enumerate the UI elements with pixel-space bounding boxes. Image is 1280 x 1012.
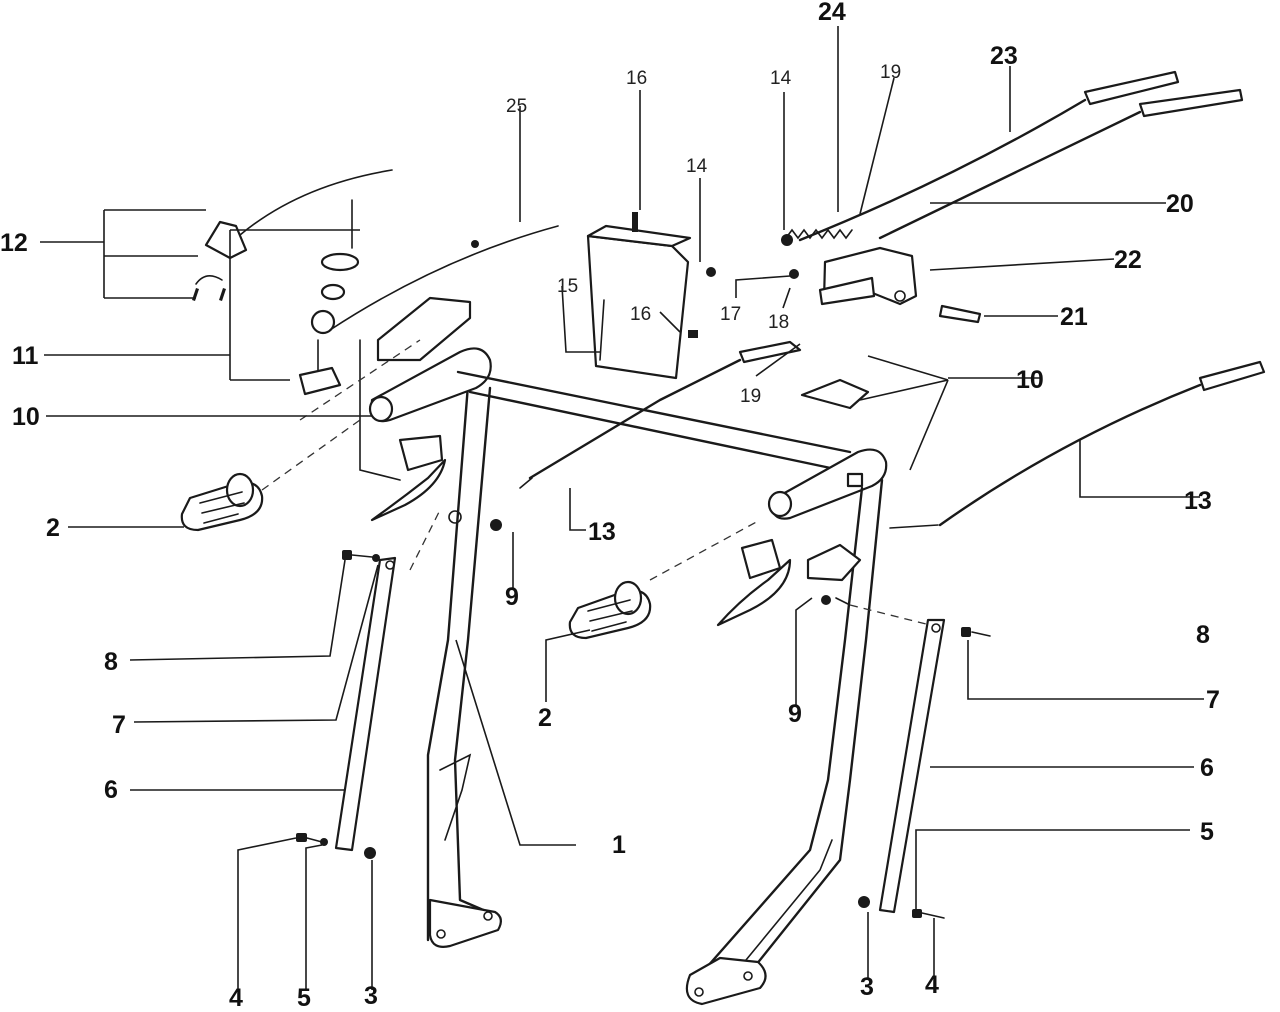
leader-lines <box>40 26 1204 990</box>
callout-21: 21 <box>1060 303 1088 331</box>
callout-10-right: 10 <box>1016 366 1044 394</box>
cable-bracket <box>586 212 698 380</box>
right-stay <box>878 618 946 914</box>
right-grip <box>568 580 652 640</box>
assembly-lines <box>261 339 931 626</box>
callout-8-right: 8 <box>1196 621 1210 649</box>
callout-16-bottom: 16 <box>630 304 651 325</box>
callout-13-right: 13 <box>1184 487 1212 515</box>
left-stay <box>334 556 397 852</box>
callout-18: 18 <box>768 312 789 333</box>
callout-22: 22 <box>1114 246 1142 274</box>
callout-1: 1 <box>612 831 626 859</box>
callout-11: 11 <box>12 342 39 370</box>
callout-5-right: 5 <box>1200 818 1214 846</box>
lever-22 <box>818 246 982 324</box>
cables <box>329 70 1266 529</box>
callout-3-right: 3 <box>860 973 874 1001</box>
callout-12: 12 <box>0 229 28 257</box>
callout-6-left: 6 <box>104 776 118 804</box>
callout-4-right: 4 <box>925 971 939 999</box>
callout-10-left: 10 <box>12 403 40 431</box>
callout-19-top: 19 <box>880 62 901 83</box>
callout-9-left: 9 <box>505 583 519 611</box>
callout-20: 20 <box>1166 190 1194 218</box>
callout-7-right: 7 <box>1206 686 1220 714</box>
callout-24: 24 <box>818 0 846 26</box>
callout-8-left: 8 <box>104 648 118 676</box>
callout-14-right: 14 <box>770 68 792 89</box>
callout-2-left: 2 <box>46 514 60 542</box>
callout-13-left: 13 <box>588 518 616 546</box>
callout-14-left: 14 <box>686 156 708 177</box>
callout-9-right: 9 <box>788 700 802 728</box>
callout-3-left: 3 <box>364 982 378 1010</box>
callout-16-top: 16 <box>626 68 647 89</box>
small-hardware <box>296 510 991 919</box>
callout-23: 23 <box>990 42 1018 70</box>
callout-19-bottom: 19 <box>740 386 761 407</box>
callout-labels: 1 2 2 3 3 4 4 5 5 6 6 7 7 8 8 9 9 10 10 … <box>0 0 1220 1012</box>
callout-2-right: 2 <box>538 704 552 732</box>
callout-6-right: 6 <box>1200 754 1214 782</box>
callout-7-left: 7 <box>112 711 126 739</box>
throttle-assembly <box>192 169 393 396</box>
callout-4-left: 4 <box>229 984 243 1012</box>
callout-25: 25 <box>506 96 527 117</box>
callout-15: 15 <box>557 276 578 297</box>
right-lever-assembly <box>716 378 870 627</box>
callout-17: 17 <box>720 304 741 325</box>
left-lever-assembly <box>359 296 472 522</box>
callout-5-left: 5 <box>297 984 311 1012</box>
left-grip <box>180 472 264 532</box>
handlebar-frame <box>368 347 888 1006</box>
